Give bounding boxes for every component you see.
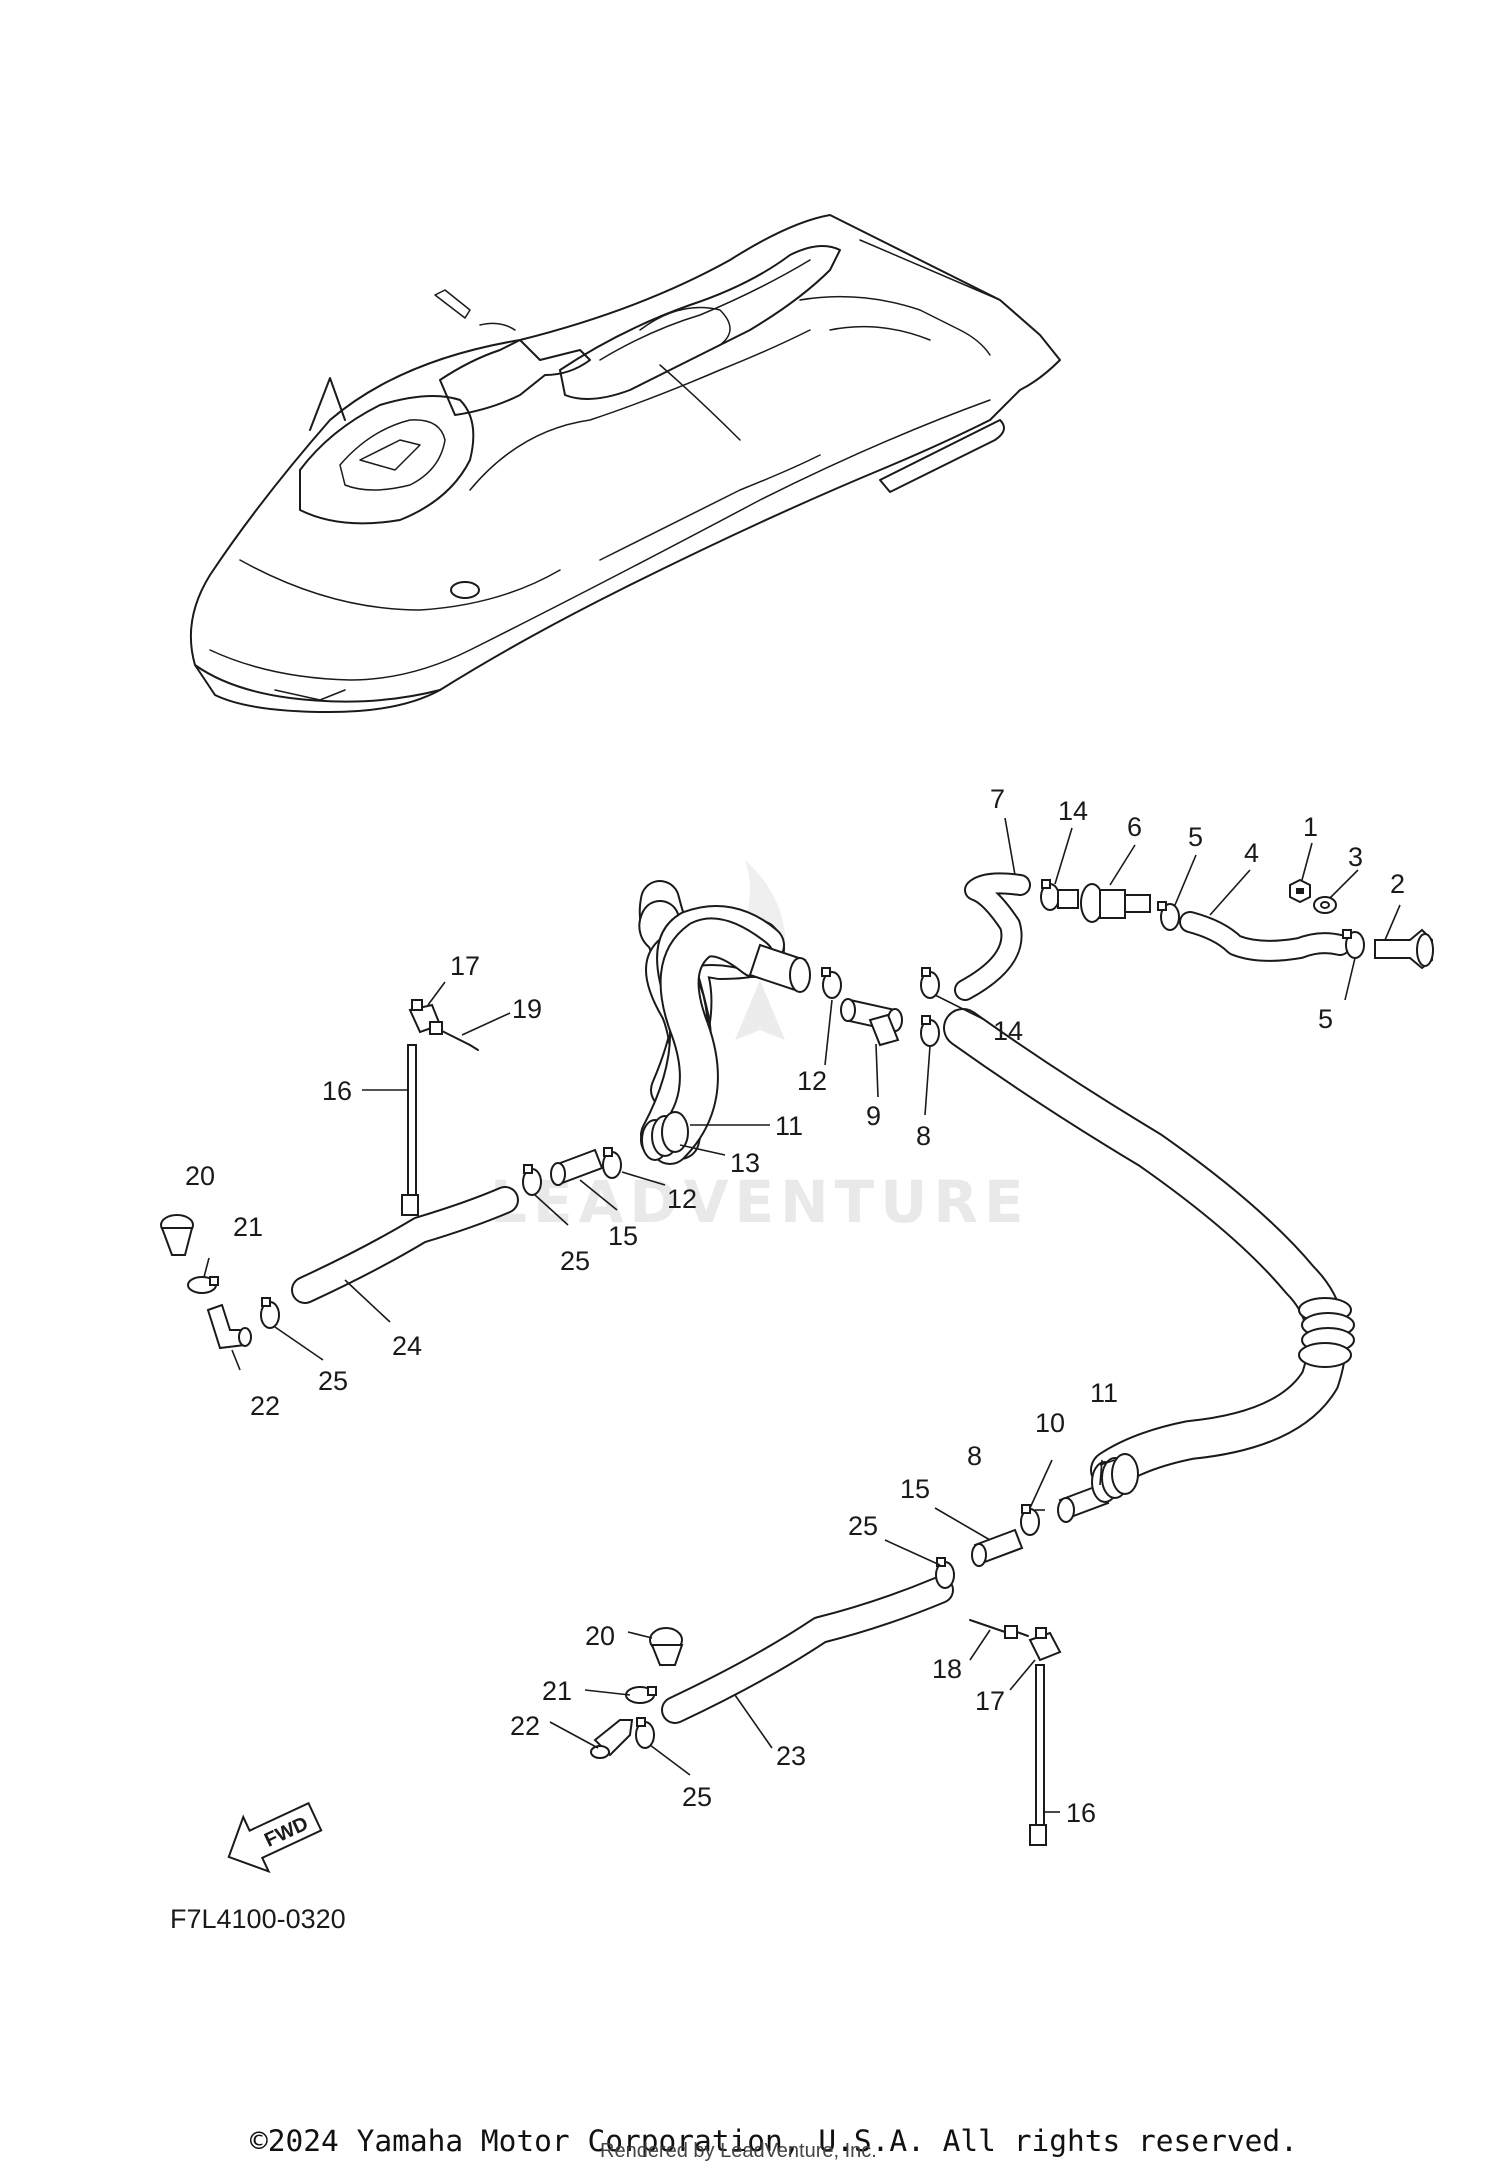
figure-code: F7L4100-0320: [170, 1904, 346, 1934]
part-16-tie-upper: [401, 1044, 419, 1216]
callout-7: 7: [990, 784, 1005, 814]
part-25-clamp-c: [935, 1557, 955, 1589]
callout-17b: 17: [975, 1686, 1005, 1716]
callout-18: 18: [932, 1654, 962, 1684]
part-8-clamp-upper: [920, 1015, 940, 1047]
part-11-end-upper: [748, 943, 811, 993]
hose-11-loop: [640, 905, 785, 1165]
callout-8b: 8: [967, 1441, 982, 1471]
callout-22b: 22: [510, 1711, 540, 1741]
callout-2: 2: [1390, 869, 1405, 899]
part-1-nut: [1289, 878, 1311, 904]
part-13-coupling: [641, 1111, 689, 1161]
callout-15a: 15: [608, 1221, 638, 1251]
part-15-coupling-upper: [550, 1148, 604, 1186]
callout-11b: 11: [1090, 1378, 1118, 1408]
callout-15b: 15: [900, 1474, 930, 1504]
callout-25d: 25: [682, 1782, 712, 1812]
part-8-clamp-lower: [1020, 1504, 1040, 1536]
callout-23: 23: [776, 1741, 806, 1771]
part-12-clamp-lower: [602, 1147, 622, 1179]
part-16-tie-lower: [1029, 1664, 1047, 1846]
callout-24: 24: [392, 1331, 422, 1361]
part-19-rivet: [429, 1021, 479, 1051]
part-20-cap-lower: [649, 1627, 684, 1666]
callout-9: 9: [866, 1101, 881, 1131]
callout-25a: 25: [560, 1246, 590, 1276]
part-25-clamp-a: [522, 1164, 542, 1196]
callout-6: 6: [1127, 812, 1142, 842]
callout-25b: 25: [318, 1366, 348, 1396]
copyright-notice: ©2024 Yamaha Motor Corporation, U.S.A. A…: [250, 2124, 1298, 2158]
callout-16a: 16: [322, 1076, 352, 1106]
callout-21a: 21: [233, 1212, 263, 1242]
part-14-clamp-upper: [1040, 879, 1079, 911]
callout-19: 19: [512, 994, 542, 1024]
part-25-clamp-b: [260, 1297, 280, 1329]
part-22-elbow-lower: [590, 1719, 634, 1759]
callout-4: 4: [1244, 838, 1259, 868]
part-12-clamp-upper: [821, 967, 842, 999]
part-6-joint: [1080, 883, 1151, 923]
part-25-clamp-d: [635, 1717, 655, 1749]
part-5-clamp-lower: [1342, 929, 1365, 959]
watercraft-illustration: [189, 214, 1061, 713]
callout-5b: 5: [1318, 1004, 1333, 1034]
callout-3: 3: [1348, 842, 1363, 872]
callout-12a: 12: [797, 1066, 827, 1096]
part-18-rivet: [969, 1619, 1029, 1639]
part-2-fitting: [1374, 928, 1434, 970]
part-9-tee: [840, 998, 903, 1047]
callout-8a: 8: [916, 1121, 931, 1151]
part-22-elbow-upper: [206, 1303, 252, 1350]
part-5-clamp-upper: [1157, 901, 1180, 931]
callout-12b: 12: [667, 1184, 697, 1214]
bellows: [1298, 1297, 1355, 1368]
callout-labels: 1 2 3 4 5 5 6 7 8 8 9 10 11 11 12 12 13 …: [185, 784, 1405, 1828]
callout-17a: 17: [450, 951, 480, 981]
part-11-end-lower: [1091, 1453, 1139, 1503]
part-14-clamp-lower: [920, 967, 940, 999]
rendered-by-notice: Rendered by LeadVenture, Inc.: [600, 2140, 877, 2162]
leader-lines: [203, 817, 1401, 1813]
callout-5a: 5: [1188, 822, 1203, 852]
callout-25c: 25: [848, 1511, 878, 1541]
hose-4: [1179, 911, 1351, 962]
part-21-clamp-upper: [187, 1276, 219, 1294]
callout-1: 1: [1303, 812, 1318, 842]
callout-21b: 21: [542, 1676, 572, 1706]
callout-20b: 20: [585, 1621, 615, 1651]
callout-22a: 22: [250, 1391, 280, 1421]
watermark-text: LEADVENTURE: [490, 1168, 1030, 1236]
callout-20a: 20: [185, 1161, 215, 1191]
callout-10: 10: [1035, 1408, 1065, 1438]
hose-7: [954, 872, 1031, 1001]
part-20-cap-upper: [160, 1214, 194, 1256]
part-17-clip-lower: [1028, 1627, 1062, 1662]
part-15-coupling-lower: [971, 1528, 1024, 1567]
callout-14b: 14: [993, 1016, 1023, 1046]
callout-11a: 11: [775, 1111, 803, 1141]
part-21-clamp-lower: [625, 1686, 657, 1704]
callout-13: 13: [730, 1148, 760, 1178]
hose-23: [661, 1576, 954, 1724]
fwd-arrow: FWD: [227, 1801, 323, 1874]
part-3-washer: [1313, 896, 1337, 914]
callout-16b: 16: [1066, 1798, 1096, 1828]
callout-14a: 14: [1058, 796, 1088, 826]
hose-24: [291, 1186, 519, 1304]
